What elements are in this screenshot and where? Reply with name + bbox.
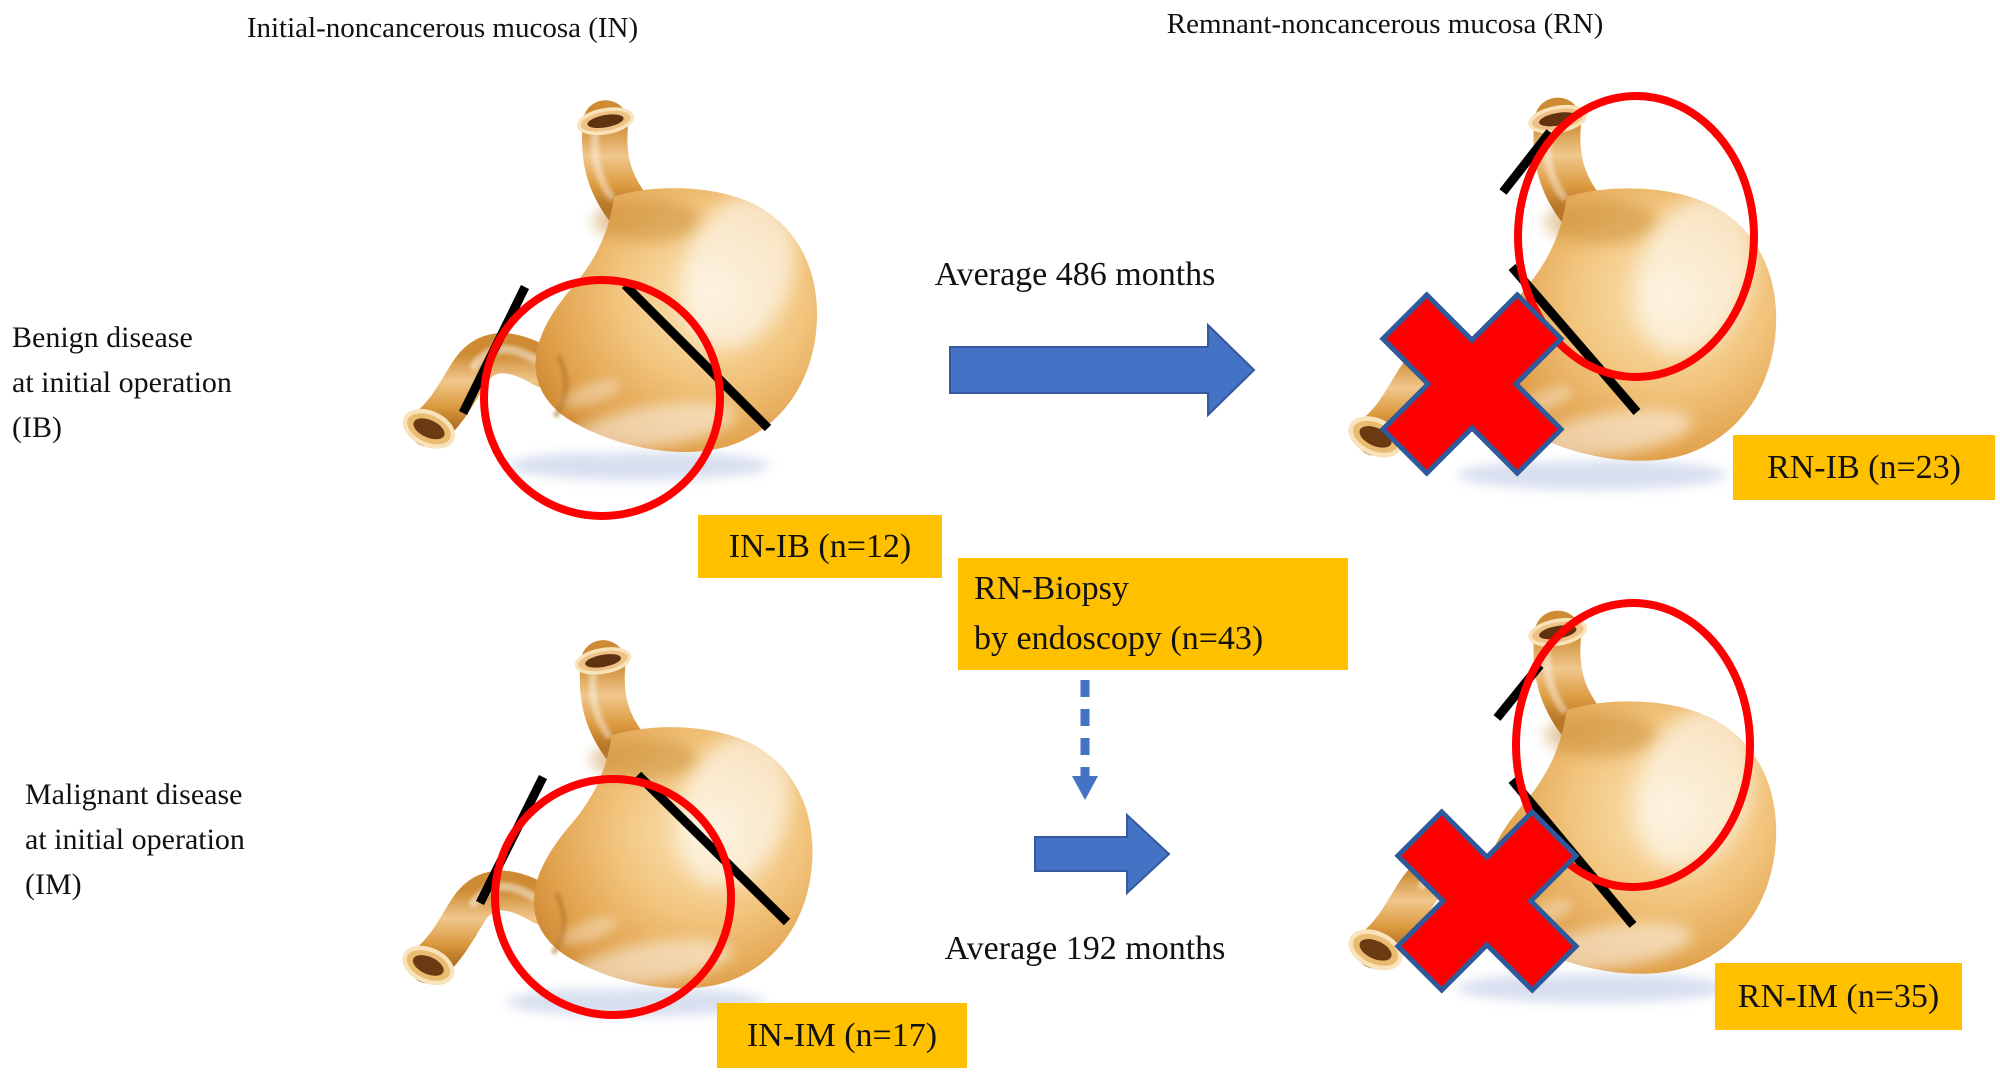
interval-caption-ib: Average 486 months	[934, 256, 1216, 293]
biopsy-box-line2: by endoscopy (n=43)	[974, 620, 1264, 657]
biopsy-box: RN-Biopsy by endoscopy (n=43)	[958, 558, 1348, 670]
row-label-malignant-line2: at initial operation	[25, 823, 245, 856]
biopsy-dashed-arrow	[1072, 680, 1098, 800]
row-label-benign: Benign disease at initial operation (IB)	[12, 315, 352, 450]
row-label-benign-line3: (IB)	[12, 411, 62, 444]
biopsy-box-line1: RN-Biopsy	[974, 570, 1129, 607]
row-label-benign-line2: at initial operation	[12, 366, 232, 399]
tag-in-ib: IN-IB (n=12)	[698, 515, 942, 578]
removed-region-x-rn-im	[1394, 808, 1580, 994]
row-label-malignant: Malignant disease at initial operation (…	[25, 772, 365, 907]
flow-arrow-ib	[949, 322, 1256, 418]
flow-arrow-im	[1034, 812, 1171, 896]
row-label-malignant-line1: Malignant disease	[25, 778, 243, 811]
tag-rn-im: RN-IM (n=35)	[1715, 963, 1962, 1030]
tag-in-im: IN-IM (n=17)	[717, 1003, 967, 1068]
interval-caption-im: Average 192 months	[944, 930, 1226, 967]
tag-rn-ib: RN-IB (n=23)	[1733, 435, 1995, 500]
column-title-rn: Remnant-noncancerous mucosa (RN)	[1166, 8, 1604, 40]
removed-region-x-rn-ib	[1379, 291, 1565, 477]
resection-region-circle-in-im	[491, 775, 735, 1019]
row-label-benign-line1: Benign disease	[12, 321, 193, 354]
resection-region-circle-rn-im	[1512, 599, 1754, 891]
resection-region-circle-rn-ib	[1514, 92, 1758, 381]
row-label-malignant-line3: (IM)	[25, 868, 82, 901]
resection-region-circle-in-ib	[480, 276, 724, 520]
column-title-in: Initial-noncancerous mucosa (IN)	[246, 12, 639, 44]
